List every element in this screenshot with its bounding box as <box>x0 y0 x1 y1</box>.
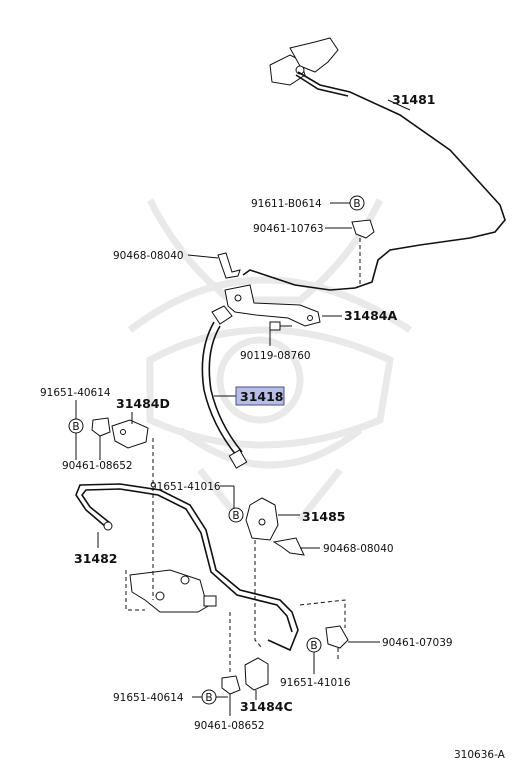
flexible-hose-31418 <box>201 305 248 469</box>
samurai-helmet-logo <box>127 198 412 523</box>
highlight-box-31418 <box>235 386 285 406</box>
label-90461-08652-lower: 90461-08652 <box>194 720 265 732</box>
label-31481: 31481 <box>392 92 436 107</box>
label-91651-40614-upper: 91651-40614 <box>40 387 111 399</box>
bolt-marker-3: B <box>228 507 244 523</box>
bracket-31485 <box>245 497 279 541</box>
label-90461-07039: 90461-07039 <box>382 637 453 649</box>
label-31484A: 31484A <box>344 308 397 323</box>
label-31485: 31485 <box>302 509 346 524</box>
label-90461-10763: 90461-10763 <box>253 223 324 235</box>
bracket-31484A <box>224 284 321 327</box>
brake-pipe-31482 <box>75 483 299 652</box>
svg-text:B: B <box>232 510 239 522</box>
bracket-31484C <box>244 657 269 691</box>
label-90468-08040-lower: 90468-08040 <box>323 543 394 555</box>
label-90119-08760: 90119-08760 <box>240 350 311 362</box>
label-90461-08652-upper: 90461-08652 <box>62 460 133 472</box>
bolt-marker-2: B <box>68 418 84 434</box>
label-91651-40614-lower: 91651-40614 <box>113 692 184 704</box>
label-91651-41016-lower: 91651-41016 <box>280 677 351 689</box>
svg-text:B: B <box>72 421 79 433</box>
bolt-marker-4: B <box>306 637 322 653</box>
valve-body <box>129 569 217 613</box>
label-31418: 31418 <box>240 389 284 404</box>
svg-text:B: B <box>353 198 360 210</box>
clip-90461-08652-lower <box>221 675 241 695</box>
label-91611-B0614: 91611-B0614 <box>251 198 322 210</box>
label-91651-41016-upper: 91651-41016 <box>150 481 221 493</box>
bracket-31484D <box>111 419 149 449</box>
label-31482: 31482 <box>74 551 118 566</box>
clip-90468-08040-lower <box>272 537 305 556</box>
clip-90461-07039 <box>325 625 349 649</box>
brake-pipe-31481 <box>242 37 506 291</box>
clip-90461-10763 <box>351 219 375 239</box>
svg-text:B: B <box>310 640 317 652</box>
diagram-code: 310636-A <box>454 749 506 761</box>
label-90468-08040-upper: 90468-08040 <box>113 250 184 262</box>
bolt-90119-08760 <box>269 321 292 331</box>
svg-text:B: B <box>205 692 212 704</box>
clip-90461-08652-upper <box>91 417 111 437</box>
label-31484D: 31484D <box>116 396 170 411</box>
bolt-marker-1: B <box>349 195 365 211</box>
bolt-marker-5: B <box>201 689 217 705</box>
clip-90468-08040-upper <box>217 252 241 279</box>
label-31484C: 31484C <box>240 699 293 714</box>
